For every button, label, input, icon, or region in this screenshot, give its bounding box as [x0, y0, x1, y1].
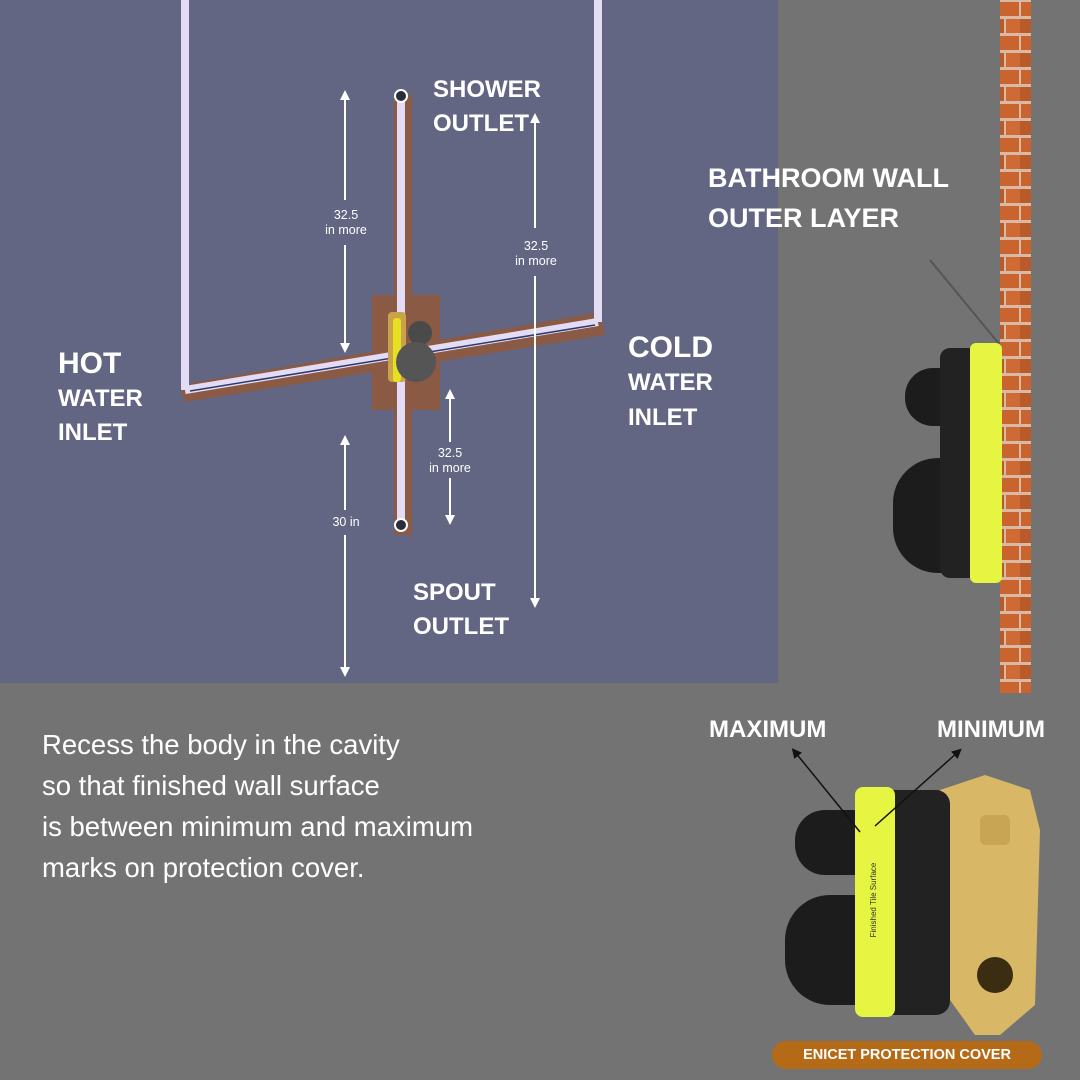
cold-label: COLD — [628, 331, 713, 364]
valve-icon — [388, 312, 436, 382]
hot-label: HOT — [58, 347, 122, 380]
maximum-label: MAXIMUM — [709, 716, 827, 743]
instructions-line: marks on protection cover. — [42, 852, 365, 883]
dimension-lower: 32.5 in more — [429, 446, 471, 476]
brass-valve-body-icon — [940, 775, 1040, 1035]
dimension-upper-left: 32.5 in more — [325, 208, 367, 238]
cover-text: Finished Tile Surface — [869, 862, 878, 937]
spout-outlet-label: SPOUT OUTLET — [413, 579, 509, 640]
shower-outlet-cap — [394, 89, 408, 103]
instructions-line: so that finished wall surface — [42, 770, 380, 801]
wall-protection-cover-icon — [893, 343, 1002, 583]
wall-pointer-line — [929, 259, 1001, 346]
hot-inlet-label: INLET — [58, 419, 128, 446]
bathroom-wall-label: BATHROOM WALL OUTER LAYER — [708, 163, 949, 233]
instructions-line: is between minimum and maximum — [42, 811, 473, 842]
instructions-line: Recess the body in the cavity — [42, 729, 400, 760]
protection-cover-badge: ENICET PROTECTION COVER — [772, 1041, 1042, 1069]
spout-outlet-cap — [394, 518, 408, 532]
cold-water-label: WATER — [628, 369, 713, 396]
dimension-floor: 30 in — [332, 515, 360, 530]
minimum-pointer — [874, 748, 962, 827]
minimum-label: MINIMUM — [937, 716, 1045, 743]
shower-outlet-label: SHOWER OUTLET — [433, 76, 541, 137]
brick-wall — [1000, 0, 1031, 693]
cold-inlet-label: INLET — [628, 404, 698, 431]
maximum-pointer — [791, 748, 861, 833]
protection-cover-icon: Finished Tile Surface — [785, 787, 950, 1017]
dimension-right-long: 32.5 in more — [515, 239, 557, 269]
instructions-text: Recess the body in the cavity so that fi… — [42, 724, 602, 888]
hot-water-label: WATER — [58, 385, 143, 412]
dimension-arrows — [340, 90, 540, 677]
